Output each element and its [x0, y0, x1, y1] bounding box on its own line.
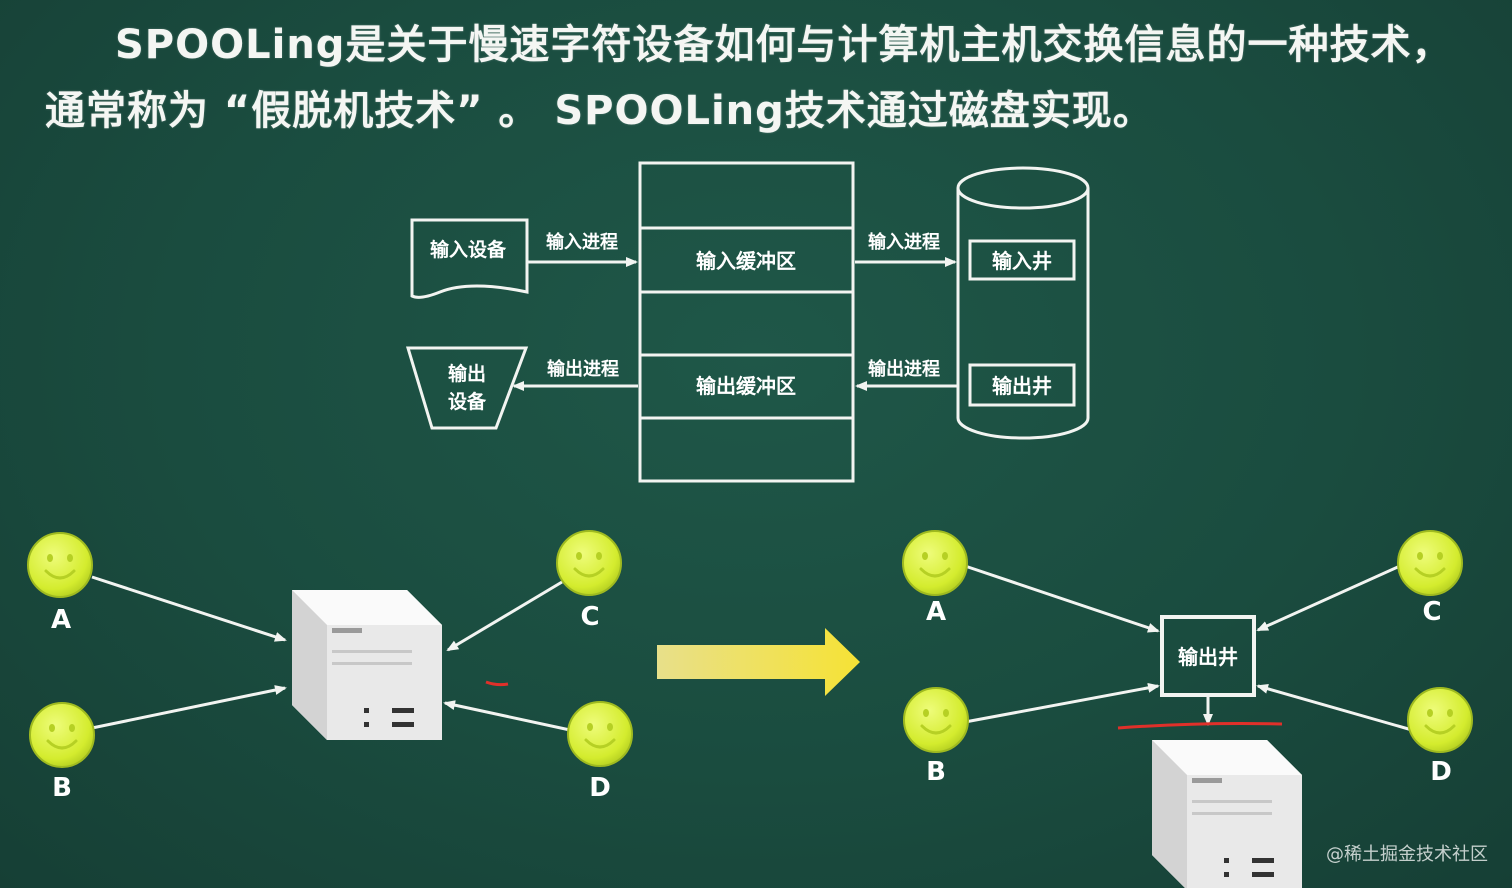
- user-d-after-label: D: [1430, 757, 1452, 787]
- user-c: C: [555, 529, 623, 632]
- user-d: D: [566, 700, 634, 803]
- user-b: B: [28, 701, 96, 803]
- red-mark: [485, 680, 509, 687]
- after-scenario: 输出井 A B C D: [901, 529, 1474, 888]
- smiley-face-icon: [566, 700, 634, 768]
- output-device-label-line1: 输出: [448, 362, 486, 385]
- disk-cylinder: 输入井 输出井: [956, 166, 1090, 440]
- output-device-node: 输出 设备: [405, 346, 529, 430]
- smiley-face-icon: [28, 701, 96, 769]
- smiley-face-icon: [555, 529, 623, 597]
- watermark: @稀土掘金技术社区: [1326, 844, 1488, 865]
- input-device-node: 输入设备: [410, 218, 529, 299]
- input-process-arrow-left: 输入进程: [528, 231, 638, 267]
- user-a: A: [26, 531, 94, 635]
- transition-arrow-icon: [657, 628, 860, 696]
- before-scenario: A B C D: [26, 529, 634, 803]
- smiley-face-icon: [901, 529, 969, 597]
- title-line-2: 通常称为 “假脱机技术” 。 SPOOLing技术通过磁盘实现。: [45, 88, 1154, 134]
- user-a-after-label: A: [926, 597, 946, 627]
- output-well-node: 输出井: [968, 363, 1076, 407]
- input-process-arrow-right: 输入进程: [855, 231, 957, 267]
- spooling-structure-diagram: 输入设备 输出 设备 输入缓冲区 输出缓冲区 输入井: [405, 161, 1090, 483]
- output-device-label-line2: 设备: [448, 390, 487, 413]
- shared-printer-icon: [292, 590, 442, 740]
- user-c-after-label: C: [1422, 597, 1441, 627]
- smiley-face-icon: [902, 686, 970, 754]
- title-line-1: SPOOLing是关于慢速字符设备如何与计算机主机交换信息的一种技术，: [115, 22, 1453, 68]
- red-underline-mark: [1117, 722, 1283, 730]
- user-b-after: B: [902, 686, 970, 787]
- user-d-after: D: [1406, 686, 1474, 787]
- output-process-right-label: 输出进程: [868, 358, 940, 380]
- input-well-label: 输入井: [992, 249, 1052, 273]
- memory-buffer-column: 输入缓冲区 输出缓冲区: [638, 161, 855, 483]
- smiley-face-icon: [26, 531, 94, 599]
- user-c-label: C: [580, 602, 599, 632]
- input-process-right-label: 输入进程: [868, 231, 940, 253]
- output-well-box: 输出井: [1160, 615, 1256, 697]
- after-printer-icon: [1152, 740, 1302, 888]
- output-process-arrow-left: 输出进程: [512, 358, 638, 391]
- user-b-label: B: [52, 773, 72, 803]
- output-buffer-label: 输出缓冲区: [696, 374, 796, 398]
- user-c-after: C: [1396, 529, 1464, 627]
- user-b-after-label: B: [926, 757, 946, 787]
- output-process-left-label: 输出进程: [547, 358, 619, 380]
- input-process-left-label: 输入进程: [546, 231, 618, 253]
- user-a-after: A: [901, 529, 969, 627]
- output-well-box-label: 输出井: [1178, 645, 1238, 669]
- user-a-label: A: [51, 605, 71, 635]
- smiley-face-icon: [1396, 529, 1464, 597]
- input-buffer-label: 输入缓冲区: [696, 249, 796, 273]
- input-device-label: 输入设备: [430, 238, 507, 261]
- output-well-label: 输出井: [992, 374, 1052, 398]
- output-process-arrow-right: 输出进程: [855, 358, 957, 391]
- input-well-node: 输入井: [968, 239, 1076, 281]
- user-d-label: D: [589, 773, 611, 803]
- smiley-face-icon: [1406, 686, 1474, 754]
